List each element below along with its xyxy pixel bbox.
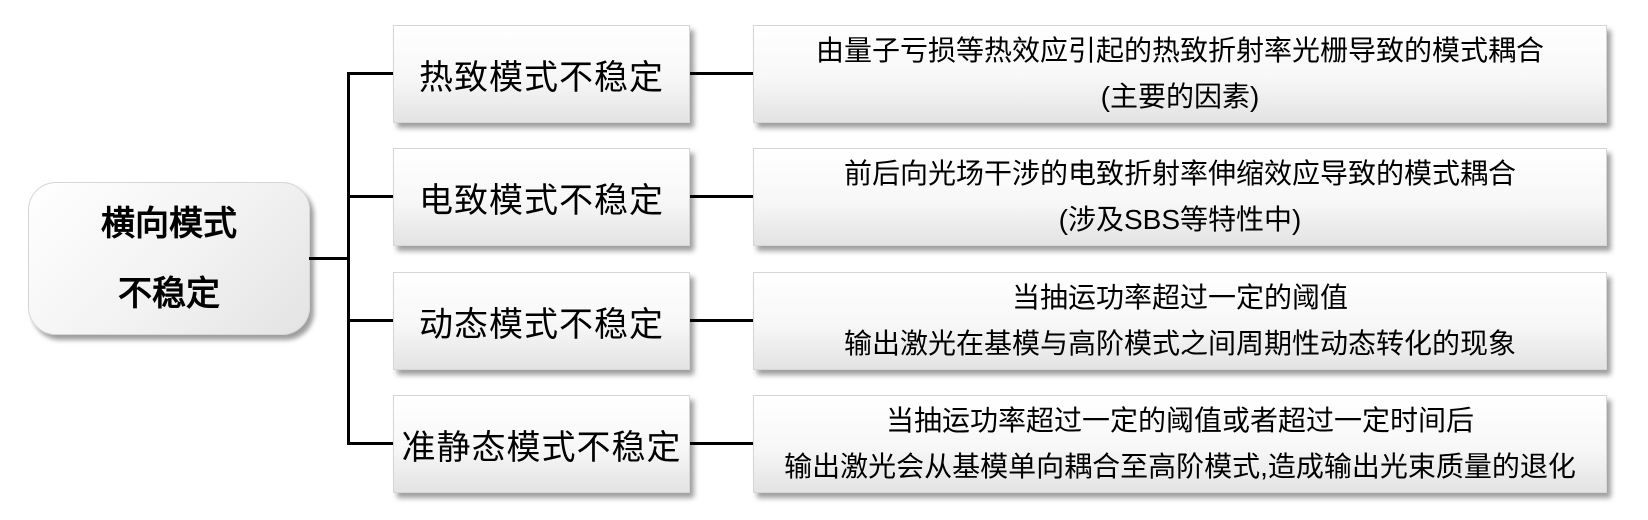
desc-node-quasistatic: 当抽运功率超过一定的阈值或者超过一定时间后 输出激光会从基模单向耦合至高阶模式,…	[753, 395, 1607, 493]
branch-label: 热致模式不稳定	[419, 58, 664, 97]
desc-line: 输出激光在基模与高阶模式之间周期性动态转化的现象	[843, 328, 1516, 359]
connector-branch-1-to-desc	[689, 72, 753, 75]
branch-node-electric: 电致模式不稳定	[393, 148, 690, 246]
connector-branch-3-to-desc	[689, 319, 753, 322]
connector-branch-2-to-desc	[689, 195, 753, 198]
desc-line: 当抽运功率超过一定的阈值或者超过一定时间后	[885, 405, 1474, 436]
connector-spine-to-branch-1	[349, 72, 393, 75]
branch-node-dynamic: 动态模式不稳定	[393, 272, 690, 370]
connector-spine	[347, 72, 350, 445]
desc-node-electric: 前后向光场干涉的电致折射率伸缩效应导致的模式耦合 (涉及SBS等特性中)	[753, 148, 1607, 246]
branch-node-quasistatic: 准静态模式不稳定	[393, 395, 690, 493]
connector-spine-to-branch-3	[349, 319, 393, 322]
root-label-line1: 横向模式	[101, 204, 237, 243]
connector-spine-to-branch-4	[349, 442, 393, 445]
desc-node-thermal: 由量子亏损等热效应引起的热致折射率光栅导致的模式耦合 (主要的因素)	[753, 25, 1607, 123]
desc-line: 前后向光场干涉的电致折射率伸缩效应导致的模式耦合	[843, 158, 1516, 189]
branch-label: 电致模式不稳定	[419, 181, 664, 220]
root-node: 横向模式 不稳定	[28, 182, 310, 335]
desc-line: (涉及SBS等特性中)	[1058, 204, 1302, 235]
desc-line: 由量子亏损等热效应引起的热致折射率光栅导致的模式耦合	[815, 35, 1544, 66]
desc-node-dynamic: 当抽运功率超过一定的阈值 输出激光在基模与高阶模式之间周期性动态转化的现象	[753, 272, 1607, 370]
desc-line: (主要的因素)	[1100, 81, 1260, 112]
desc-line: 输出激光会从基模单向耦合至高阶模式,造成输出光束质量的退化	[784, 451, 1576, 482]
connector-branch-4-to-desc	[689, 442, 753, 445]
desc-line: 当抽运功率超过一定的阈值	[1011, 282, 1348, 313]
root-label-line2: 不稳定	[118, 274, 220, 313]
connector-spine-to-branch-2	[349, 195, 393, 198]
branch-label: 动态模式不稳定	[419, 305, 664, 344]
branch-node-thermal: 热致模式不稳定	[393, 25, 690, 123]
branch-label: 准静态模式不稳定	[401, 428, 682, 467]
connector-root-to-spine	[309, 257, 349, 260]
